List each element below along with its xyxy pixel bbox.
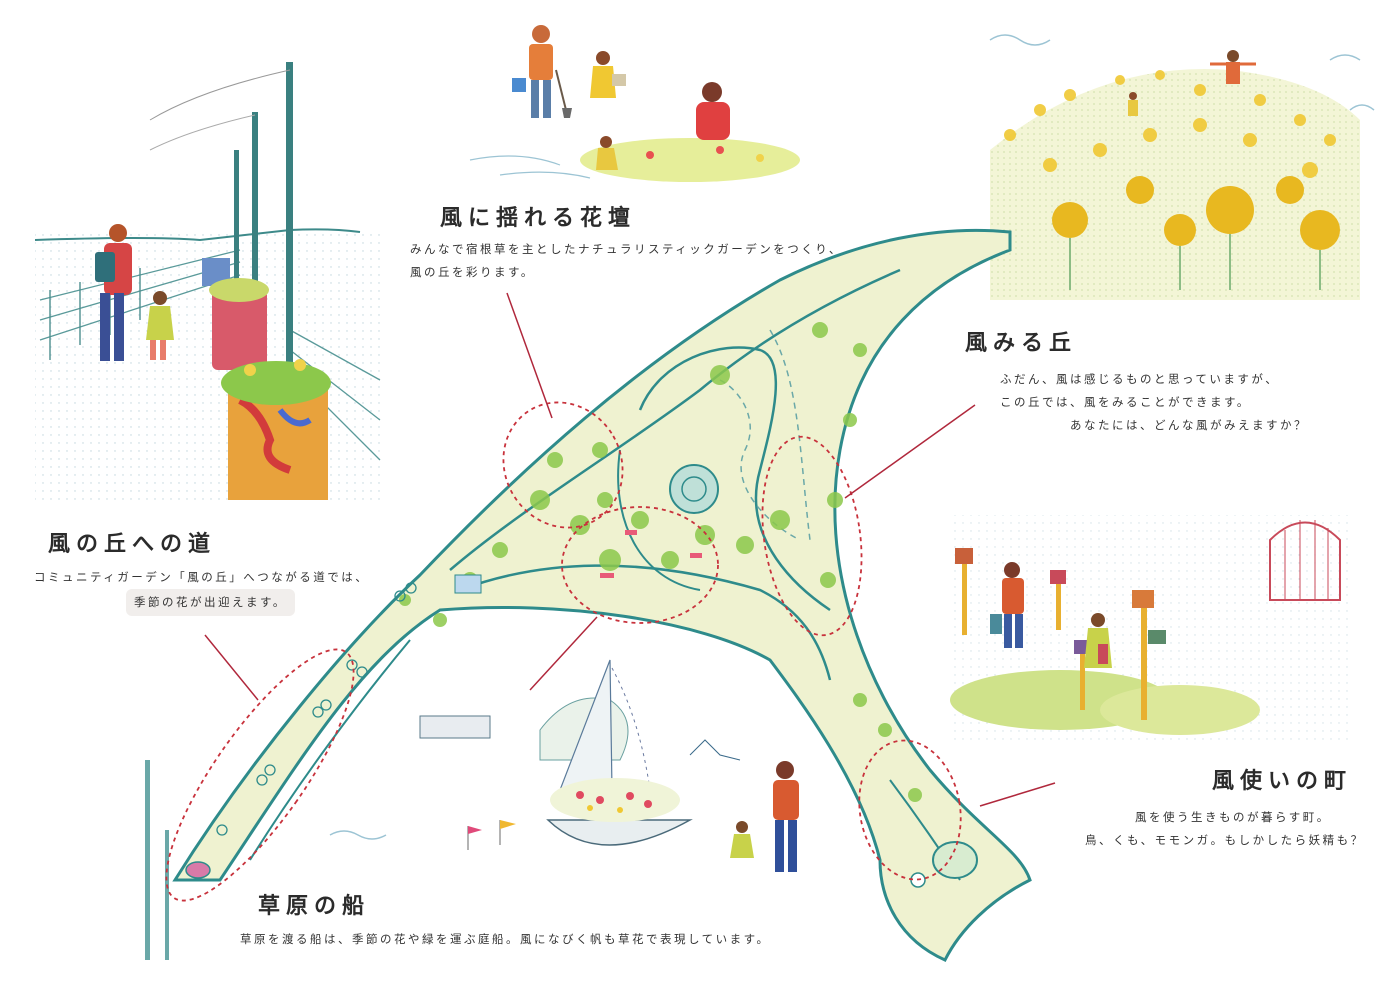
callout-line-ship xyxy=(529,616,598,691)
path-desc-line-2: 季節の花が出迎えます。 xyxy=(126,589,295,616)
flowerbed-desc-line-1: みんなで宿根草を主としたナチュラリスティックガーデンをつくり、 xyxy=(410,242,843,256)
hill-description: ふだん、風は感じるものと思っていますが、 この丘では、風をみることができます。 … xyxy=(1000,368,1308,437)
pinwheel-hill-illustration xyxy=(989,34,1375,300)
hill-desc-line-2: この丘では、風をみることができます。 xyxy=(1000,395,1251,409)
path-description: コミュニティガーデン「風の丘」へつながる道では、 季節の花が出迎えます。 xyxy=(34,566,369,616)
highlight-hill xyxy=(761,435,863,637)
highlight-town xyxy=(858,739,962,881)
hill-desc-line-1: ふだん、風は感じるものと思っていますが、 xyxy=(1000,372,1280,386)
walkway-illustration xyxy=(34,62,381,500)
flowerbed-title: 風に揺れる花壇 xyxy=(440,206,637,231)
town-title: 風使いの町 xyxy=(1212,769,1353,794)
park-path xyxy=(145,228,1032,962)
highlight-ship xyxy=(561,506,719,624)
flowerbed-description: みんなで宿根草を主としたナチュラリスティックガーデンをつくり、 風の丘を彩ります… xyxy=(410,238,843,284)
hill-title: 風みる丘 xyxy=(965,331,1078,356)
town-desc-line-2: 鳥、くも、モモンガ。もしかしたら妖精も？ xyxy=(1085,833,1365,847)
ship-title: 草原の船 xyxy=(258,894,371,919)
callout-line-path xyxy=(204,634,259,701)
birdhouse-town-illustration xyxy=(950,515,1350,745)
path-desc-line-1: コミュニティガーデン「風の丘」へつながる道では、 xyxy=(34,570,370,584)
ship-desc-line-1: 草原を渡る船は、季節の花や緑を運ぶ庭船。風になびく帆も草花で表現しています。 xyxy=(240,932,771,946)
gardening-illustration xyxy=(469,25,800,182)
callout-line-town xyxy=(979,782,1056,807)
ship-description: 草原を渡る船は、季節の花や緑を運ぶ庭船。風になびく帆も草花で表現しています。 xyxy=(240,928,771,951)
callout-line-hill xyxy=(844,404,976,499)
highlight-flowerbed xyxy=(502,401,624,529)
path-title: 風の丘への道 xyxy=(48,532,217,557)
grass-ship-illustration xyxy=(329,659,799,872)
hill-desc-line-3: あなたには、どんな風がみえますか？ xyxy=(1070,418,1308,432)
town-desc-line-1: 風を使う生きものが暮らす町。 xyxy=(1135,810,1331,824)
callout-line-flowerbed xyxy=(506,292,553,419)
flowerbed-desc-line-2: 風の丘を彩ります。 xyxy=(410,265,535,279)
highlight-path xyxy=(165,648,355,902)
town-description: 風を使う生きものが暮らす町。 鳥、くも、モモンガ。もしかしたら妖精も？ xyxy=(1085,806,1365,852)
